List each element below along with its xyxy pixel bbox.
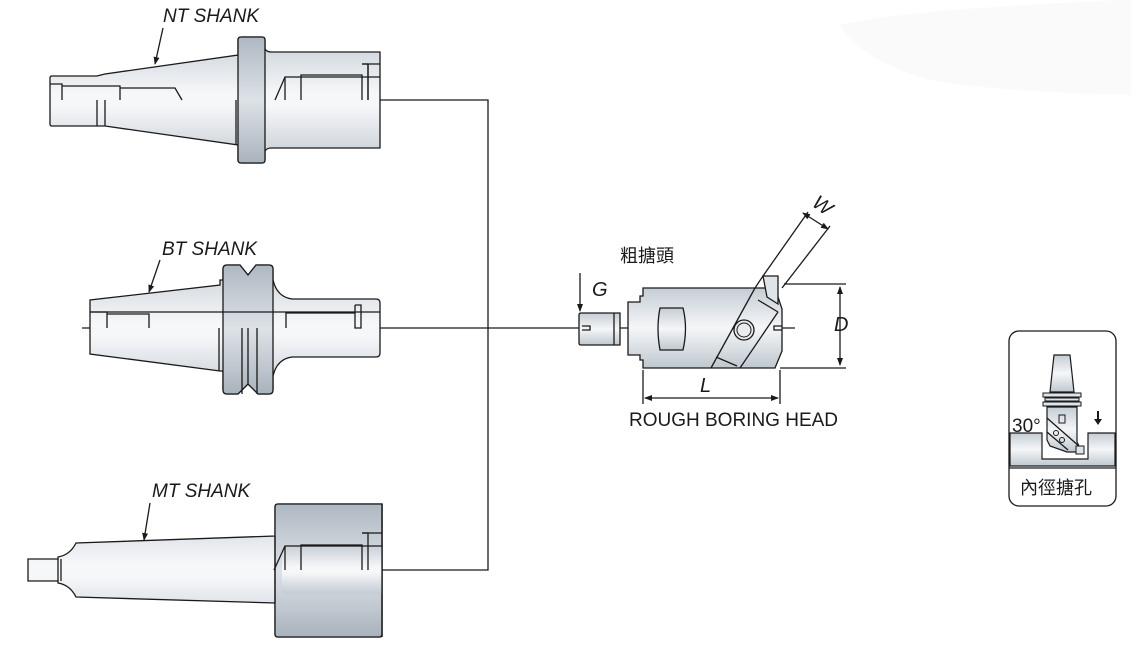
feed-down-arrow-icon <box>1094 419 1102 425</box>
rough-boring-head-label-en: ROUGH BORING HEAD <box>629 410 838 431</box>
nt-shank-label: NT SHANK <box>163 6 260 27</box>
rough-boring-head-label-zh: 粗搪頭 <box>620 246 674 267</box>
angle-label: 30° <box>1012 416 1041 437</box>
bt-shank-label: BT SHANK <box>162 239 258 260</box>
l-dimension-label: L <box>700 375 711 397</box>
background-smudge <box>840 0 1131 95</box>
mt-shank: MT SHANK <box>27 481 383 638</box>
mt-shank-label: MT SHANK <box>152 481 252 502</box>
d-dimension-label: D <box>834 314 848 336</box>
g-dimension-label: G <box>592 279 608 301</box>
rough-boring-head: G L D W 粗搪頭 ROUGH BORING HEAD <box>577 191 848 431</box>
bt-shank: BT SHANK <box>89 239 381 395</box>
bt-shank-leader-arrow <box>148 259 161 293</box>
nt-shank-leader-arrow <box>153 27 164 65</box>
internal-boring-caption: 內徑搪孔 <box>1020 478 1092 499</box>
mt-shank-leader-arrow <box>142 502 151 541</box>
w-dimension-label: W <box>808 191 838 221</box>
w-dimension-arrow <box>802 212 829 230</box>
internal-boring-card: 30° 內徑搪孔 <box>1008 330 1117 507</box>
nt-shank: NT SHANK <box>49 6 381 164</box>
